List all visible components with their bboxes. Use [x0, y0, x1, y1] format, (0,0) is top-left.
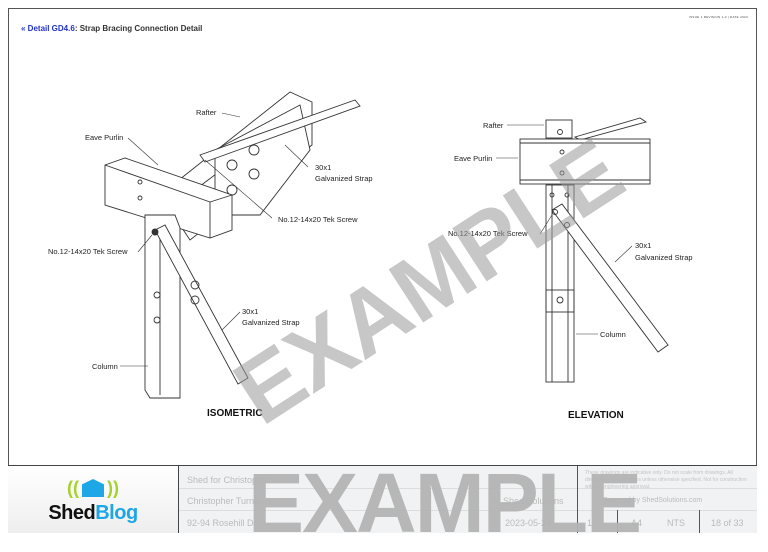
drawing-title: « Detail GD4.6: Strap Bracing Connection… — [21, 24, 202, 33]
logo-house-icon: (()) — [67, 477, 119, 498]
iso-leader-lines — [120, 112, 309, 367]
iso-rafter-label: Rafter — [196, 108, 217, 117]
disclaimer-note: These drawings are indicative only. Do n… — [585, 470, 747, 490]
iso-strap-size-label: 30x1 — [315, 163, 331, 172]
detail-reference-link[interactable]: « Detail GD4.6 — [21, 24, 75, 33]
logo-text-shed: Shed — [48, 502, 96, 524]
iso-column-label: Column — [92, 362, 118, 371]
iso-strap-upper — [199, 99, 361, 163]
iso-strap-size-lower-label: 30x1 — [242, 307, 258, 316]
elev-rafter-label: Rafter — [483, 121, 504, 130]
sheet-number: 18 of 33 — [711, 518, 744, 528]
elevation-view: Rafter Eave Purlin No.12-14x20 Tek Screw… — [448, 117, 693, 421]
site-address: 92-94 Rosehill Dr, ... — [187, 518, 269, 528]
powered-by: Powered by ShedSolutions.com — [603, 497, 703, 504]
iso-strap-name-lower-label: Galvanized Strap — [242, 318, 300, 327]
revision-number: 1 — [587, 518, 593, 528]
paper-size: A4 — [631, 518, 643, 528]
title-block-cells: Shed for Christopher Christopher Turner … — [179, 466, 757, 533]
elev-strap-name-label: Galvanized Strap — [635, 253, 693, 262]
logo-text-blog: Blog — [95, 502, 138, 524]
elev-rafter — [545, 117, 648, 141]
project-name: Shed for Christopher — [187, 475, 271, 485]
iso-eave-purlin — [104, 157, 233, 239]
revision-text: ISSUE 1 REVISION 1.0 | DATE 2023 — [688, 15, 748, 19]
elev-tek-screw-label: No.12-14x20 Tek Screw — [448, 229, 528, 238]
iso-strap-name-label: Galvanized Strap — [315, 174, 373, 183]
client-name: Christopher Turner — [187, 496, 263, 506]
elev-column-label: Column — [600, 330, 626, 339]
isometric-view: Rafter Eave Purlin 30x1 Galvanized Strap… — [48, 91, 373, 419]
isometric-caption: ISOMETRIC — [207, 408, 263, 419]
iso-strap-lower — [151, 224, 249, 385]
drawing-scale: NTS — [667, 518, 685, 528]
elev-strap — [551, 203, 669, 353]
elev-leader-lines — [496, 124, 633, 335]
iso-tek-screw-upper-label: No.12-14x20 Tek Screw — [278, 215, 358, 224]
elev-eave-purlin-label: Eave Purlin — [454, 154, 492, 163]
drawing-date: 2023-05-24 — [505, 518, 552, 528]
watermark-title-block: EXAMPLE — [248, 456, 642, 550]
elev-strap-size-label: 30x1 — [635, 241, 651, 250]
title-block: (()) ShedBlog Shed for Christopher Chris… — [8, 465, 757, 533]
elev-eave-purlin — [519, 138, 651, 185]
detail-title: : Strap Bracing Connection Detail — [74, 24, 203, 33]
iso-tek-screw-lower-label: No.12-14x20 Tek Screw — [48, 247, 128, 256]
iso-eave-purlin-label: Eave Purlin — [85, 133, 123, 142]
shedblog-logo: (()) ShedBlog — [8, 466, 179, 533]
company-name: Shed Solutions — [503, 496, 564, 506]
elevation-caption: ELEVATION — [568, 410, 624, 421]
